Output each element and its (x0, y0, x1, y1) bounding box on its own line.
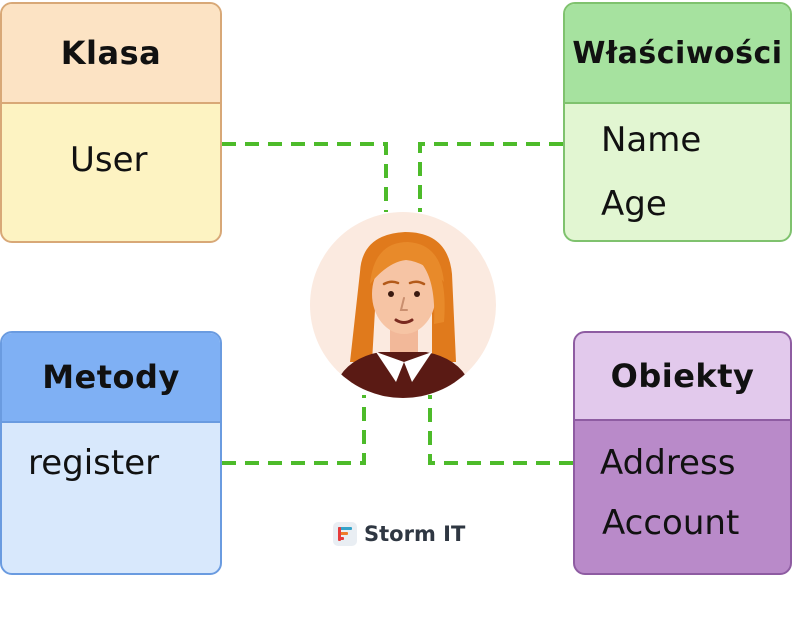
property-item-name: Name (601, 120, 702, 160)
properties-box-title: Właściwości (565, 4, 790, 104)
connector-methods (222, 395, 366, 465)
property-item-age: Age (601, 184, 667, 224)
storm-it-logo-icon (333, 522, 357, 546)
connector-objects (428, 395, 573, 465)
woman-avatar-icon (310, 212, 496, 398)
storm-it-logo-text: Storm IT (364, 522, 466, 546)
methods-box-title: Metody (2, 333, 220, 423)
objects-box: Obiekty Address Account (573, 331, 792, 575)
connector-properties (418, 142, 563, 212)
object-item-account: Account (602, 503, 740, 543)
class-box-title: Klasa (2, 4, 220, 104)
properties-box: Właściwości Name Age (563, 2, 792, 242)
storm-it-logo: Storm IT (333, 522, 465, 546)
methods-box: Metody register (0, 331, 222, 575)
objects-box-title: Obiekty (575, 333, 790, 421)
class-box: Klasa User (0, 2, 222, 243)
method-item-register: register (28, 443, 160, 483)
connector-class (222, 142, 388, 212)
class-item-user: User (70, 140, 148, 180)
object-item-address: Address (600, 443, 736, 483)
